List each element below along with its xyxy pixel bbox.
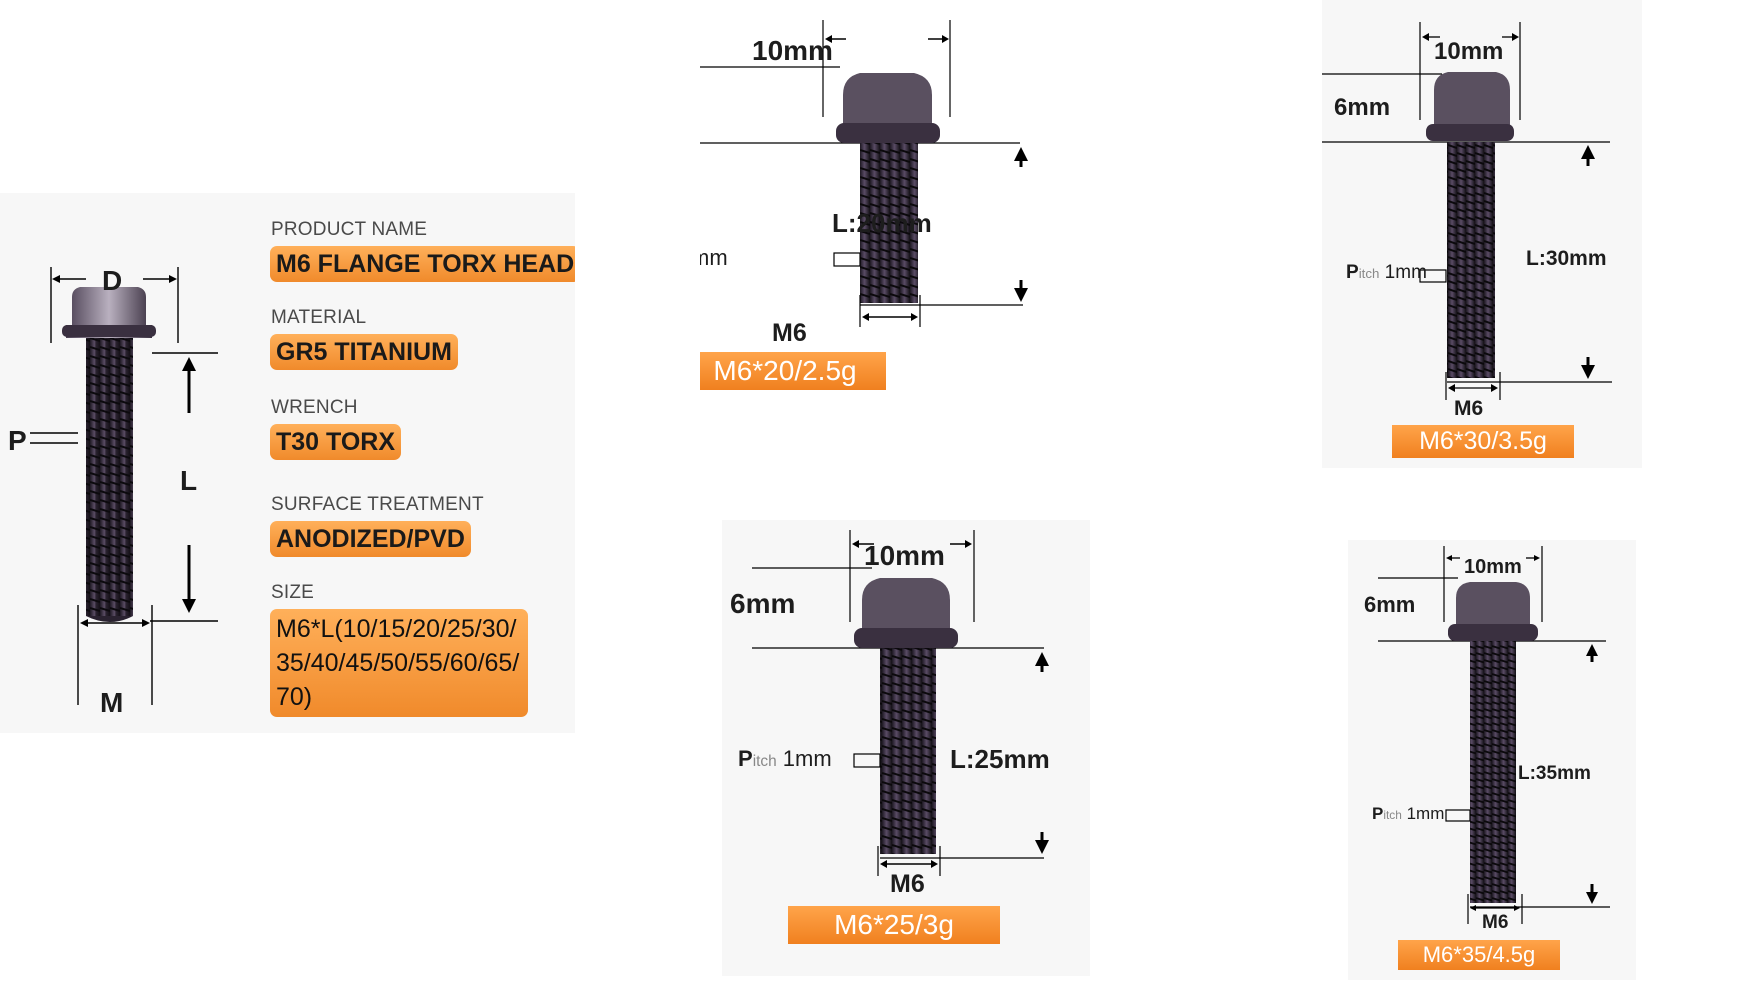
head-diameter-label: 10mm [752,35,833,66]
thread-label: M6 [890,870,925,898]
dim-p-label: P [8,425,27,456]
dim-l-label: L [180,465,198,496]
head-diameter-label: 10mm [1464,556,1522,578]
dim-d-label: D [102,265,123,296]
thread-label: M6 [772,319,807,347]
length-label: L:30mm [1526,247,1607,270]
head-diameter-label: 10mm [864,540,945,571]
product-card-m6-20: 10mm 6mm L:20mm Pitch 1mm M6 M6*20/2.5g [700,5,1080,455]
pitch-label: Pitch 1mm [700,245,728,270]
head-height-label: 6mm [1334,94,1391,121]
length-label: L:35mm [1518,763,1591,784]
bolt-diagram [700,20,1028,327]
head-height-label: 6mm [730,588,796,619]
bolt-shank [86,338,133,616]
dim-m-label: M [100,687,124,718]
spec-bolt-diagram [30,267,218,705]
spec-panel: D P L M PRODUCT NAME M6 FLANGE TORX HEAD… [0,193,575,733]
field-label-size: SIZE [271,582,315,603]
field-value-material: GR5 TITANIUM [270,334,458,370]
length-label: L:25mm [950,744,1050,774]
weight-badge: M6*30/3.5g [1392,425,1574,458]
product-card-m6-25: 10mm 6mm L:25mm Pitch 1mm M6 M6*25/3g [722,520,1090,976]
product-card-m6-30: 10mm 6mm L:30mm Pitch 1mm M6 M6*30/3.5g [1322,0,1642,468]
field-label-surface-treatment: SURFACE TREATMENT [271,494,484,515]
field-label-product-name: PRODUCT NAME [271,219,428,240]
field-label-wrench: WRENCH [271,397,358,418]
pitch-label: Pitch 1mm [1372,804,1445,823]
bolt-diagram [1322,22,1612,400]
field-value-size: M6*L(10/15/20/25/30/35/40/45/50/55/60/65… [270,609,528,717]
bolt-diagram [752,530,1049,876]
head-height-label: 6mm [1364,592,1416,617]
weight-badge: M6*25/3g [788,906,1000,944]
field-value-product-name: M6 FLANGE TORX HEAD [270,246,575,282]
field-value-wrench: T30 TORX [270,424,402,460]
pitch-label: Pitch 1mm [738,746,832,771]
bolt-diagram [1378,546,1610,924]
pitch-label: Pitch 1mm [1346,262,1427,283]
weight-badge: M6*20/2.5g [700,352,886,390]
field-value-surface-treatment: ANODIZED/PVD [270,521,471,557]
length-label: L:20mm [832,208,932,238]
head-diameter-label: 10mm [1434,38,1504,65]
thread-label: M6 [1482,912,1509,933]
thread-label: M6 [1454,397,1484,420]
product-card-m6-35: 10mm 6mm L:35mm Pitch 1mm M6 M6*35/4.5g [1348,540,1636,980]
weight-badge: M6*35/4.5g [1398,940,1560,970]
field-label-material: MATERIAL [271,307,367,328]
